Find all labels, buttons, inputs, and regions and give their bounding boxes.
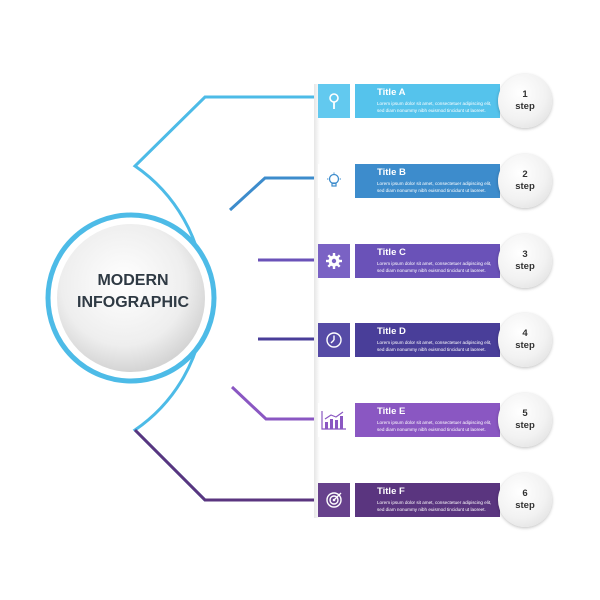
lightbulb-icon (327, 172, 341, 187)
band-c: Title C Lorem ipsum dolor sit amet, cons… (355, 244, 500, 278)
connector-e (230, 385, 318, 421)
center-title-line2: INFOGRAPHIC (77, 294, 189, 311)
step-word: step (515, 500, 535, 511)
chart-icon (321, 411, 346, 430)
step-row-d: Title D Lorem ipsum dolor sit amet, cons… (318, 323, 500, 357)
description-line: sed diam nonummy nibh euismod tincidunt … (377, 427, 486, 432)
step-description: Lorem ipsum dolor sit amet, consectetuer… (377, 260, 491, 274)
target-icon (326, 492, 342, 508)
step-number: 5 (522, 408, 528, 419)
magnifier-icon (329, 93, 339, 109)
description-line: Lorem ipsum dolor sit amet, consectetuer… (377, 340, 492, 345)
central-disc (57, 224, 205, 372)
band-a: Title A Lorem ipsum dolor sit amet, cons… (355, 84, 500, 118)
description-line: Lorem ipsum dolor sit amet, consectetuer… (377, 261, 492, 266)
step-number: 4 (522, 328, 528, 339)
description-line: sed diam nonummy nibh euismod tincidunt … (377, 108, 486, 113)
step-number: 6 (522, 488, 528, 499)
clock-icon (326, 332, 342, 348)
step-title: Title E (377, 406, 406, 417)
step-row-a: Title A Lorem ipsum dolor sit amet, cons… (318, 84, 500, 118)
icon-box-c (318, 244, 350, 278)
step-title: Title B (377, 167, 406, 178)
step-row-c: Title C Lorem ipsum dolor sit amet, cons… (318, 244, 500, 278)
band-d: Title D Lorem ipsum dolor sit amet, cons… (355, 323, 500, 357)
icon-box-e (318, 403, 350, 437)
step-panel-shadow (314, 84, 320, 518)
description-line: sed diam nonummy nibh euismod tincidunt … (377, 347, 486, 352)
step-circle-3: 3 step (498, 234, 552, 288)
description-line: Lorem ipsum dolor sit amet, consectetuer… (377, 181, 492, 186)
description-line: sed diam nonummy nibh euismod tincidunt … (377, 268, 486, 273)
step-description: Lorem ipsum dolor sit amet, consectetuer… (377, 339, 491, 353)
step-row-e: Title E Lorem ipsum dolor sit amet, cons… (318, 403, 500, 437)
step-row-f: Title F Lorem ipsum dolor sit amet, cons… (318, 483, 500, 517)
step-word: step (515, 340, 535, 351)
connector-b (228, 176, 318, 212)
step-circle-4: 4 step (498, 313, 552, 367)
description-line: sed diam nonummy nibh euismod tincidunt … (377, 188, 486, 193)
step-number: 2 (522, 169, 528, 180)
description-line: Lorem ipsum dolor sit amet, consectetuer… (377, 500, 492, 505)
step-description: Lorem ipsum dolor sit amet, consectetuer… (377, 499, 491, 513)
step-description: Lorem ipsum dolor sit amet, consectetuer… (377, 180, 491, 194)
step-number: 3 (522, 249, 528, 260)
icon-box-b (318, 164, 350, 198)
step-circle-6: 6 step (498, 473, 552, 527)
step-title: Title F (377, 486, 405, 497)
step-word: step (515, 101, 535, 112)
band-f: Title F Lorem ipsum dolor sit amet, cons… (355, 483, 500, 517)
connector-f (133, 428, 318, 502)
step-title: Title D (377, 326, 406, 337)
step-circle-1: 1 step (498, 74, 552, 128)
description-line: Lorem ipsum dolor sit amet, consectetuer… (377, 101, 492, 106)
step-circle-5: 5 step (498, 393, 552, 447)
band-e: Title E Lorem ipsum dolor sit amet, cons… (355, 403, 500, 437)
band-b: Title B Lorem ipsum dolor sit amet, cons… (355, 164, 500, 198)
description-line: sed diam nonummy nibh euismod tincidunt … (377, 507, 486, 512)
description-line: Lorem ipsum dolor sit amet, consectetuer… (377, 420, 492, 425)
center-title-line1: MODERN (97, 272, 169, 289)
step-number: 1 (522, 89, 528, 100)
gear-icon (326, 253, 342, 269)
step-description: Lorem ipsum dolor sit amet, consectetuer… (377, 419, 491, 433)
center-title: MODERN INFOGRAPHIC (58, 270, 208, 314)
step-word: step (515, 420, 535, 431)
step-title: Title A (377, 87, 406, 98)
step-row-b: Title B Lorem ipsum dolor sit amet, cons… (318, 164, 500, 198)
icon-box-f (318, 483, 350, 517)
icon-box-d (318, 323, 350, 357)
step-word: step (515, 181, 535, 192)
step-title: Title C (377, 247, 406, 258)
icon-box-a (318, 84, 350, 118)
step-description: Lorem ipsum dolor sit amet, consectetuer… (377, 100, 491, 114)
step-word: step (515, 261, 535, 272)
step-circle-2: 2 step (498, 154, 552, 208)
